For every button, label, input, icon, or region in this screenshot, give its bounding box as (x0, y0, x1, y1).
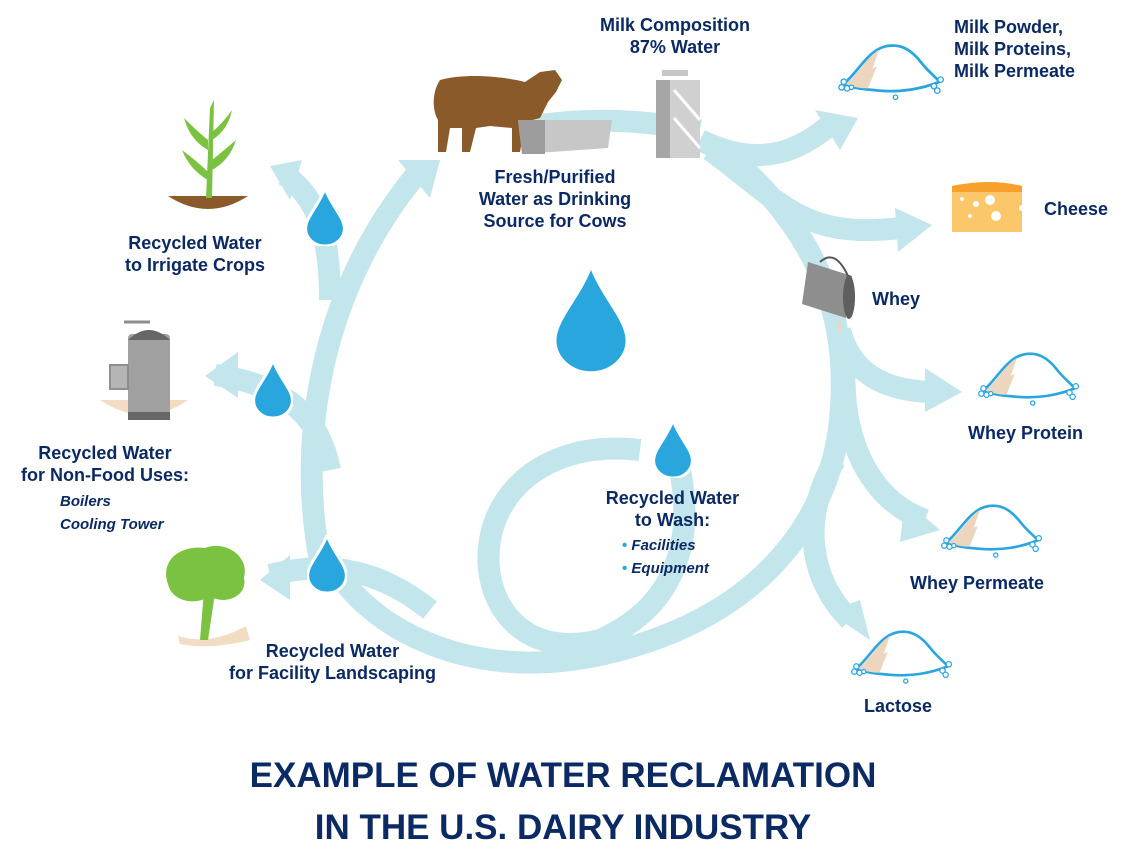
boiler-icon (100, 320, 188, 420)
arrowhead-cheese (895, 208, 932, 252)
arrowhead-lactose (828, 600, 870, 640)
label-line: Milk Composition (600, 15, 750, 35)
cow-icon (433, 70, 562, 152)
cows-label: Fresh/Purified Water as Drinking Source … (455, 166, 655, 232)
arrowhead-whey-permeate (900, 500, 940, 542)
arrow-to-cheese (703, 141, 902, 242)
lactose-pile-icon (850, 630, 953, 685)
cheese-icon (952, 182, 1025, 232)
label-line: Recycled Water (38, 443, 172, 463)
label-line: for Facility Landscaping (228, 663, 437, 683)
label-line: Recycled Water (605, 488, 740, 508)
label-line: Recycled Water (265, 641, 400, 661)
wash-label: Recycled Water to Wash: (590, 487, 755, 531)
nonfood-water-drop-icon (253, 360, 293, 418)
trough-icon (518, 120, 612, 154)
arrow-to-whey-protein (829, 326, 931, 403)
whey-permeate-pile-icon (940, 504, 1043, 559)
label-line: to Irrigate Crops (124, 255, 266, 275)
arrowhead-nonfood (205, 352, 238, 398)
cheese-label: Cheese (1044, 199, 1109, 219)
corn-plant-icon (168, 100, 248, 209)
milk-powder-pile-icon (837, 44, 945, 101)
label-line: to Wash: (634, 510, 711, 530)
nonfood-items: Boilers Cooling Tower (60, 490, 164, 536)
whey-label: Whey (872, 289, 921, 309)
label-line: Milk Powder, (954, 17, 1064, 37)
arrow-left-up-to-cow (300, 162, 429, 563)
label-line: Fresh/Purified (494, 167, 616, 187)
arrow-to-nonfood (213, 364, 341, 473)
wash-item: Facilities (622, 534, 709, 557)
arrow-to-landscaping (267, 557, 437, 619)
milk-powder-label: Milk Powder, Milk Proteins, Milk Permeat… (954, 16, 1075, 82)
nonfood-label: Recycled Water for Non-Food Uses: (5, 442, 205, 486)
center-water-drop-icon (554, 262, 629, 374)
landscaping-label: Recycled Water for Facility Landscaping (210, 640, 455, 684)
whey-protein-label: Whey Protein (968, 423, 1084, 443)
wash-water-drop-icon (653, 420, 693, 478)
lactose-label: Lactose (864, 696, 933, 716)
crops-label: Recycled Water to Irrigate Crops (100, 232, 290, 276)
label-line: Source for Cows (483, 211, 627, 231)
milk-carton-icon (656, 70, 702, 158)
nonfood-item: Cooling Tower (60, 516, 164, 533)
milk-composition-label: Milk Composition 87% Water (585, 14, 765, 58)
label-line: Milk Permeate (954, 61, 1076, 81)
arrowhead-cow (398, 160, 440, 198)
wash-item: Equipment (622, 557, 709, 580)
label-line: for Non-Food Uses: (21, 465, 189, 485)
tree-icon (166, 545, 250, 647)
nonfood-item: Boilers (60, 493, 111, 510)
arrowhead-crops (270, 160, 302, 200)
label-line: 87% Water (629, 37, 721, 57)
diagram-title-line2: IN THE U.S. DAIRY INDUSTRY (314, 808, 812, 847)
arrowhead-whey-protein (925, 368, 962, 412)
arrow-to-lactose (802, 454, 859, 628)
bucket-icon (802, 256, 855, 332)
arrowhead-milk-powder (815, 110, 858, 150)
diagram-title-line1: EXAMPLE OF WATER RECLAMATION (249, 756, 877, 795)
label-line: Water as Drinking (478, 189, 632, 209)
label-line: Recycled Water (128, 233, 262, 253)
arrowhead-landscaping (260, 555, 290, 600)
whey-permeate-label: Whey Permeate (910, 573, 1045, 593)
whey-protein-pile-icon (977, 352, 1080, 407)
wash-items: Facilities Equipment (622, 534, 709, 580)
arrow-heads (205, 110, 962, 640)
label-line: Milk Proteins, (954, 39, 1072, 59)
